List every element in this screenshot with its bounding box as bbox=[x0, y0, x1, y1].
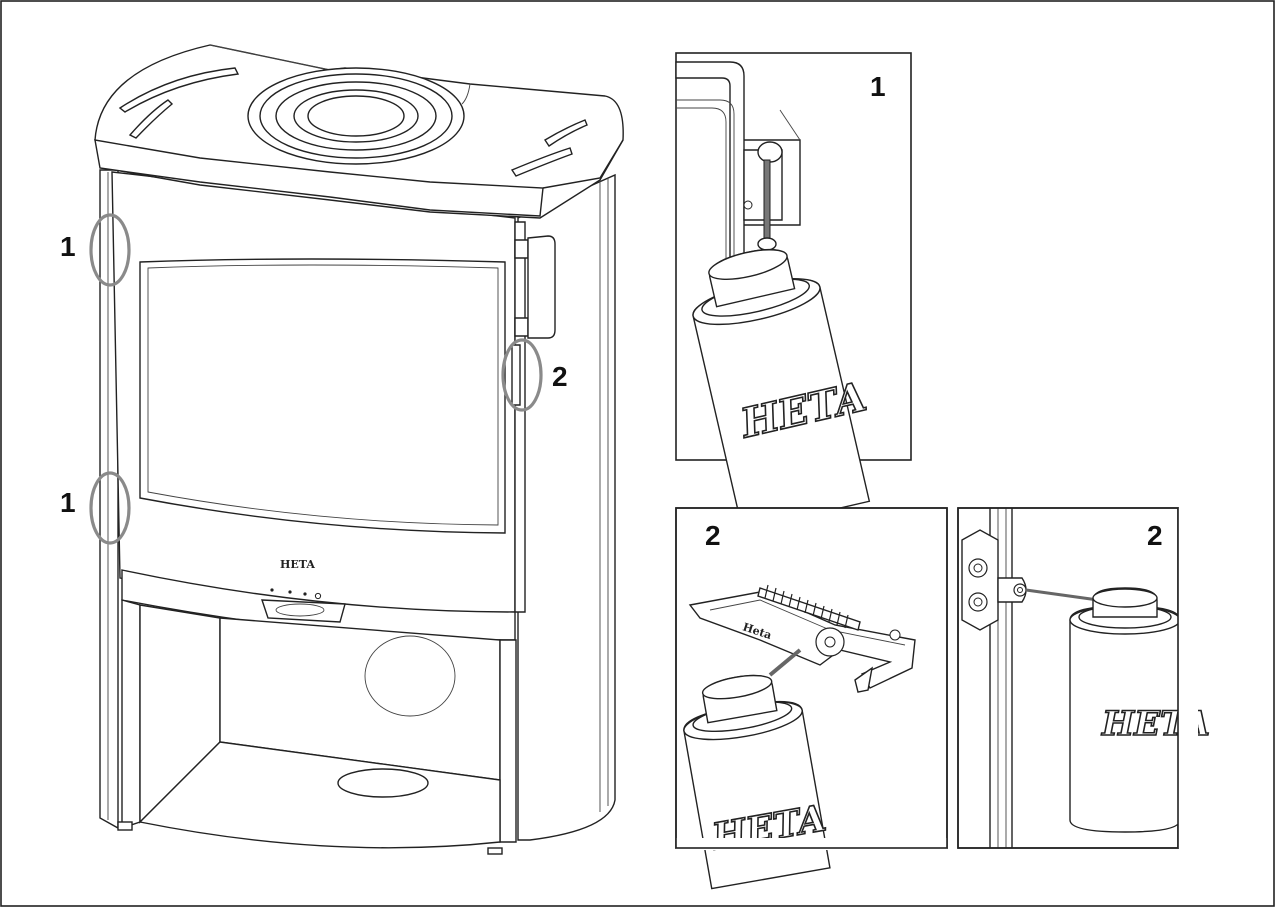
detail-panel-3: HETA 2 bbox=[957, 507, 1211, 849]
stove-brand-label: HETA bbox=[280, 558, 315, 571]
panel-label-3: 2 bbox=[1147, 520, 1163, 551]
detail-panel-2: Heta HETA 2 bbox=[675, 507, 948, 890]
callout-circle-door-hinge bbox=[501, 338, 543, 412]
callout-circle-upper-left bbox=[89, 213, 131, 287]
stove-illustration: HETA bbox=[89, 44, 624, 855]
panel-label-2: 2 bbox=[705, 520, 721, 551]
callout-label-lower-left: 1 bbox=[60, 487, 76, 518]
callout-label-door-hinge: 2 bbox=[552, 361, 568, 392]
callout-label-upper-left: 1 bbox=[60, 231, 76, 262]
callout-circle-lower-left bbox=[89, 471, 131, 545]
detail-panel-1: HETA 1 bbox=[675, 52, 912, 532]
panel-label-1: 1 bbox=[870, 71, 886, 102]
